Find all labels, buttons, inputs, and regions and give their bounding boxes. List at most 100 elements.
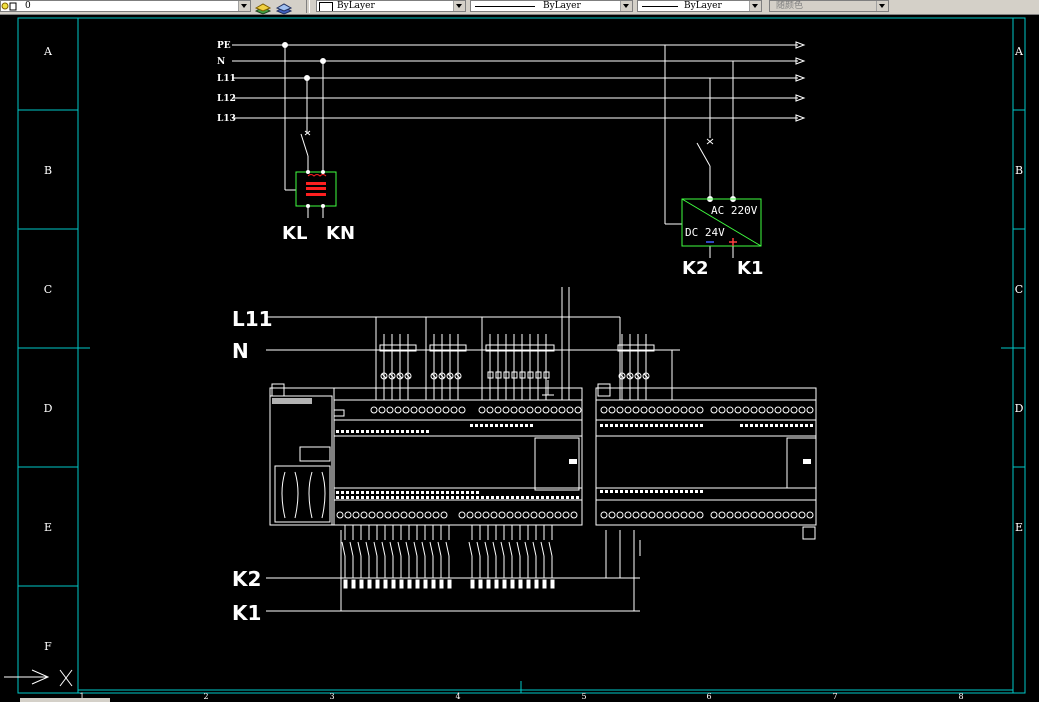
lamp-cross [439,373,445,379]
transformer-symbol [295,170,337,208]
terminal-screw [790,406,798,414]
make-layer-current-icon[interactable] [254,0,272,15]
terminal-marker [610,424,613,427]
label-k1-top: K1 [737,258,763,279]
terminal-marker [660,490,663,493]
input-label [486,579,491,589]
terminal-screw [526,406,534,414]
terminal-marker [655,490,658,493]
terminal-screw [616,406,624,414]
color-swatch-icon [319,2,333,11]
linetype-dropdown[interactable]: ByLayer [470,0,633,12]
indicator-lamp [446,372,454,380]
terminal-marker [486,496,489,499]
terminal-marker [496,496,499,499]
layer-value: 0 [25,1,31,11]
color-dropdown[interactable]: ByLayer [316,0,466,12]
terminal-marker [446,491,449,494]
col-label-3: 3 [329,692,334,701]
input-label [510,579,515,589]
terminal-marker [376,496,379,499]
terminal-marker [366,491,369,494]
indicator-lamp [626,372,634,380]
terminal-marker [546,496,549,499]
terminal-screw [402,406,410,414]
chevron-down-icon[interactable] [238,1,250,11]
terminal-marker [485,424,488,427]
terminal-marker [600,424,603,427]
terminal-screw [570,511,578,519]
indicator-lamp [438,372,446,380]
bus-labels: PE N L11 L12 L13 [217,41,236,124]
input-label [399,579,404,589]
terminal-marker [436,491,439,494]
indicator-lamp [618,372,626,380]
terminal-screw [530,511,538,519]
lamp-group-bracket [379,344,417,352]
terminal-screw [624,511,632,519]
terminal-marker [475,424,478,427]
model-space-canvas[interactable]: A B C D E F A B C D E 1 2 3 4 5 6 7 8 PE… [0,15,1039,702]
lineweight-dropdown[interactable]: ByLayer [637,0,762,12]
terminal-marker [391,496,394,499]
indicator-lamp [454,372,462,380]
expansion-port-icon [803,459,811,464]
terminal-screw [566,406,574,414]
terminal-marker [610,490,613,493]
terminal-screw [558,406,566,414]
terminal-marker [356,496,359,499]
plotstyle-value: 随颜色 [776,1,804,11]
plc-expansion-unit [595,383,817,540]
terminal-marker [516,496,519,499]
terminal-marker [341,496,344,499]
terminal-marker [371,430,374,433]
terminal-screw [798,406,806,414]
terminal-screw [432,511,440,519]
terminal-screw [394,406,402,414]
chevron-down-icon[interactable] [453,1,465,11]
cad-drawing[interactable]: A B C D E F A B C D E 1 2 3 4 5 6 7 8 PE… [0,15,1039,702]
terminal-marker [700,490,703,493]
terminal-screw [360,511,368,519]
lamp-cross [619,373,625,379]
terminal-marker [401,496,404,499]
frame-col-labels: 1 2 3 4 5 6 7 8 [79,692,963,701]
chevron-down-icon[interactable] [620,1,632,11]
terminal-marker [361,430,364,433]
input-label [391,579,396,589]
terminal-screw [384,511,392,519]
terminal-marker [615,424,618,427]
bus-label-pe: PE [217,41,231,51]
terminal-marker [361,496,364,499]
input-label [518,579,523,589]
terminal-screw [486,406,494,414]
terminal-marker [416,430,419,433]
input-label [375,579,380,589]
terminal-marker [381,496,384,499]
layout-tabs-strip[interactable] [20,698,110,702]
terminal-screw [782,511,790,519]
cpu-port-icon [569,459,577,464]
chevron-down-icon[interactable] [749,1,761,11]
terminal-marker [670,490,673,493]
terminal-marker [336,496,339,499]
terminal-screw [734,406,742,414]
terminal-marker [376,430,379,433]
terminal-screw [518,406,526,414]
terminal-marker [670,424,673,427]
terminal-marker [351,491,354,494]
lamp-cross [389,373,395,379]
terminal-marker [515,424,518,427]
terminal-marker [695,490,698,493]
input-label [367,579,372,589]
layer-previous-icon[interactable] [275,0,293,15]
lamp-cross [455,373,461,379]
plotstyle-dropdown: 随颜色 [769,0,889,12]
bus-label-l13: L13 [217,114,236,124]
layer-dropdown[interactable]: 0 [0,0,251,12]
terminal-marker [471,491,474,494]
lineweight-sample [642,6,678,7]
terminal-marker [645,424,648,427]
row-label-f: F [44,640,52,653]
terminal-screw [562,511,570,519]
